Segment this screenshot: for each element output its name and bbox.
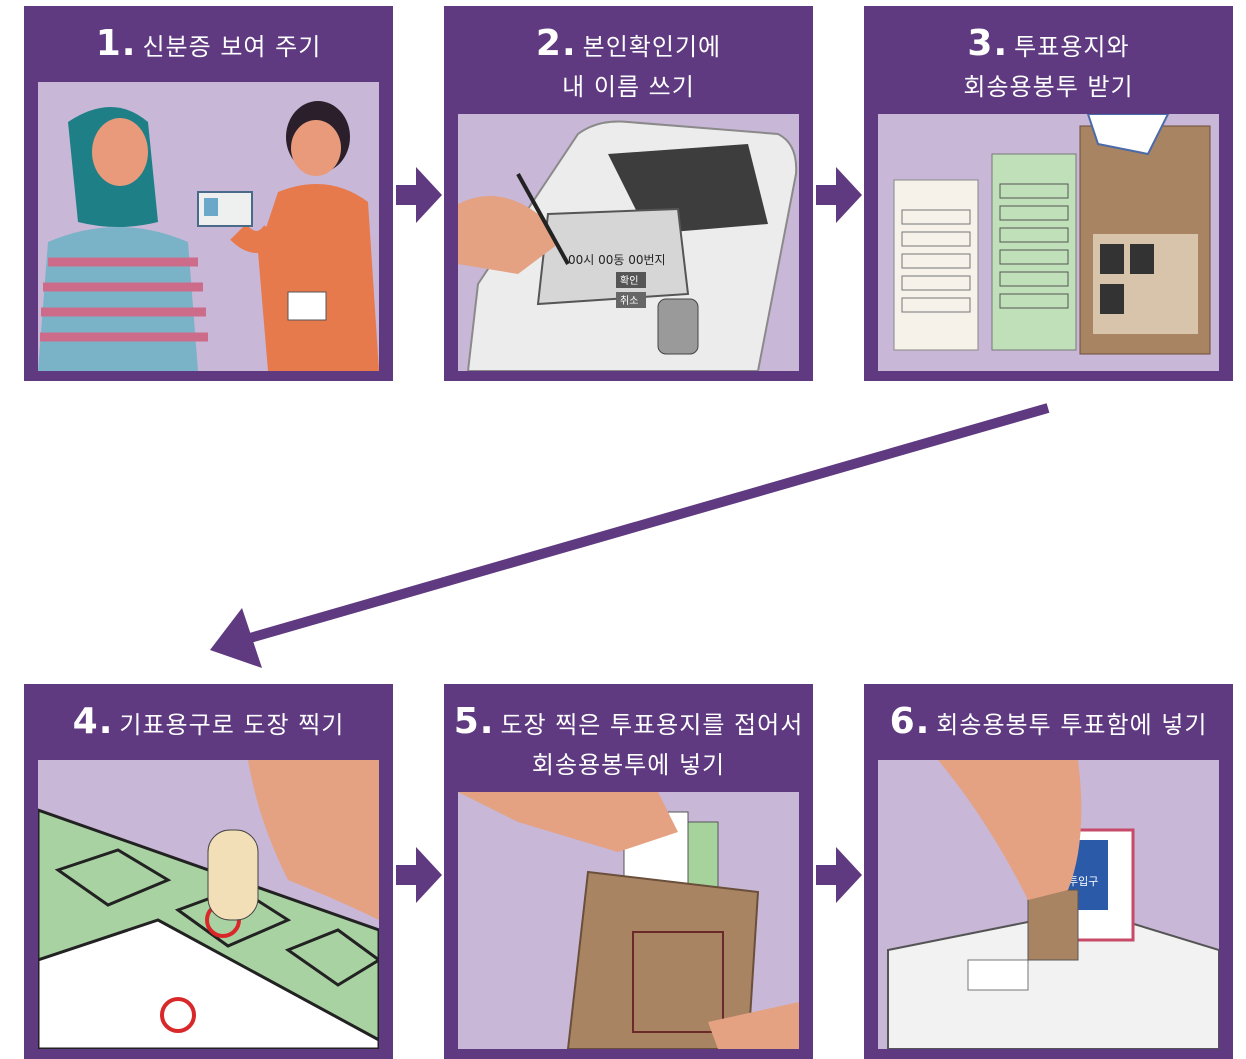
step-number: 1. [95, 23, 137, 64]
step-title-6: 6.회송용봉투 투표함에 넣기 [864, 702, 1233, 745]
step-illustration-1 [38, 82, 379, 371]
step-number: 2. [535, 23, 577, 64]
arrow-right-icon [816, 167, 862, 223]
arrow-right-icon [396, 847, 442, 903]
step-label-line-2: 회송용봉투에 넣기 [531, 751, 726, 779]
step-number: 5. [453, 701, 495, 742]
card2-cancel-text: 취소 [620, 295, 638, 307]
card2-screen-text: 00시 00동 00번지 [568, 253, 666, 267]
step-number: 3. [967, 23, 1009, 64]
step-illustration-3 [878, 114, 1219, 371]
step-title-1: 1.신분증 보여 주기 [24, 24, 393, 67]
step-illustration-5 [458, 792, 799, 1049]
step-label: 회송용봉투 투표함에 넣기 [936, 711, 1208, 739]
step-label: 본인확인기에 [582, 33, 722, 61]
step-label: 기표용구로 도장 찍기 [119, 711, 345, 739]
arrow-right-icon [396, 167, 442, 223]
step-title-4: 4.기표용구로 도장 찍기 [24, 702, 393, 745]
card2-confirm-text: 확인 [620, 275, 638, 287]
arrow-right-icon [816, 847, 862, 903]
step-number: 6. [889, 701, 931, 742]
step-number: 4. [72, 701, 114, 742]
step-illustration-4 [38, 760, 379, 1049]
step-illustration-2: 00시 00동 00번지 확인 취소 [458, 114, 799, 371]
step-label-line-2: 회송용봉투 받기 [963, 73, 1134, 101]
step-card-1: 1.신분증 보여 주기 [24, 6, 393, 381]
step-card-6: 6.회송용봉투 투표함에 넣기 투입구 [864, 684, 1233, 1059]
step-card-4: 4.기표용구로 도장 찍기 [24, 684, 393, 1059]
step-title-3: 3.투표용지와 회송용봉투 받기 [864, 24, 1233, 107]
step-label-line-2: 내 이름 쓰기 [562, 73, 695, 101]
step-illustration-6: 투입구 [878, 760, 1219, 1049]
step-card-5: 5.도장 찍은 투표용지를 접어서 회송용봉투에 넣기 [444, 684, 813, 1059]
card6-slot-text: 투입구 [1068, 875, 1098, 888]
step-label: 신분증 보여 주기 [142, 33, 322, 61]
step-card-2: 2.본인확인기에 내 이름 쓰기 00시 00동 00번지 확인 취소 [444, 6, 813, 381]
step-title-2: 2.본인확인기에 내 이름 쓰기 [444, 24, 813, 107]
step-label: 도장 찍은 투표용지를 접어서 [500, 711, 804, 739]
step-title-5: 5.도장 찍은 투표용지를 접어서 회송용봉투에 넣기 [444, 702, 813, 785]
step-label: 투표용지와 [1014, 33, 1130, 61]
step-card-3: 3.투표용지와 회송용봉투 받기 [864, 6, 1233, 381]
